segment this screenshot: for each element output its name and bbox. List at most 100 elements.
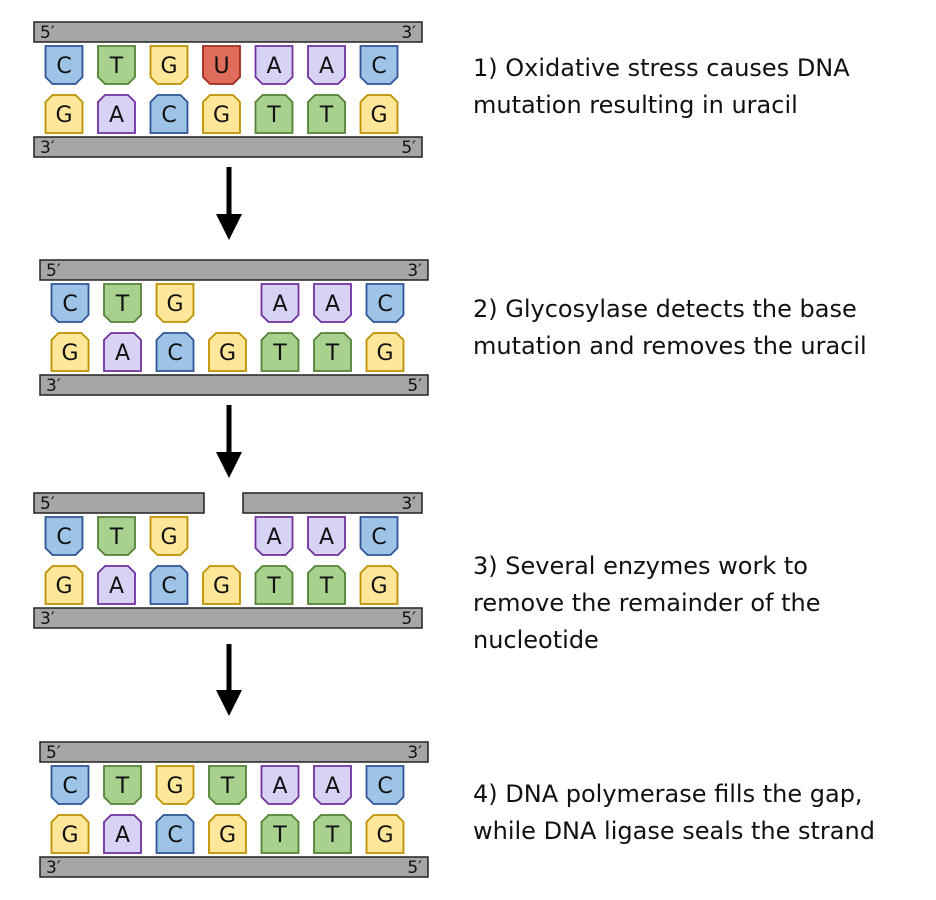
bottom-base-C: C — [149, 94, 189, 134]
bottom-base-T: T — [260, 332, 300, 372]
bottom-base-shape — [155, 332, 195, 372]
description-line: 4) DNA polymerase fills the gap, — [473, 780, 863, 808]
top-base-C: C — [365, 765, 405, 805]
description-line: 1) Oxidative stress causes DNA — [473, 54, 850, 82]
bottom-base-shape — [44, 565, 84, 605]
description-line: 2) Glycosylase detects the base — [473, 295, 857, 323]
bottom-base-T: T — [307, 565, 346, 605]
top-base-C: C — [359, 516, 399, 556]
top-base-letter: T — [115, 292, 130, 317]
top-backbone-left — [33, 492, 205, 514]
top-base-shape — [365, 765, 405, 805]
top-base-shape — [313, 283, 352, 323]
three-prime-label: 3′ — [401, 23, 416, 43]
top-base-shape — [50, 765, 90, 805]
top-base-letter: T — [115, 774, 130, 799]
bottom-base-shape — [313, 814, 352, 854]
five-prime-label: 5′ — [401, 138, 416, 158]
top-base-shape — [365, 283, 405, 323]
bottom-base-G: G — [208, 332, 247, 372]
bottom-base-G: G — [365, 814, 405, 854]
three-prime-label: 3′ — [401, 494, 416, 514]
top-base-A: A — [260, 283, 300, 323]
bottom-base-A: A — [97, 94, 136, 134]
bottom-base-G: G — [208, 814, 247, 854]
top-base-C: C — [50, 765, 90, 805]
top-base-letter: A — [325, 292, 340, 317]
bottom-base-letter: A — [115, 341, 130, 366]
top-base-shape — [260, 765, 300, 805]
bottom-base-letter: T — [325, 823, 340, 848]
bottom-base-letter: T — [319, 574, 334, 599]
bottom-base-letter: G — [213, 574, 230, 599]
bottom-base-T: T — [254, 94, 294, 134]
top-base-C: C — [365, 283, 405, 323]
bottom-base-letter: T — [325, 341, 340, 366]
bottom-base-C: C — [149, 565, 189, 605]
top-base-T: T — [103, 283, 142, 323]
description-line: mutation resulting in uracil — [473, 91, 798, 119]
bottom-base-shape — [365, 332, 405, 372]
top-base-letter: C — [377, 292, 392, 317]
top-base-letter: A — [266, 54, 281, 79]
bottom-base-letter: G — [61, 341, 78, 366]
bottom-base-shape — [155, 814, 195, 854]
top-base-C: C — [44, 516, 84, 556]
bottom-base-letter: T — [319, 103, 334, 128]
description-line: remove the remainder of the — [473, 589, 821, 617]
bottom-base-letter: G — [213, 103, 230, 128]
top-base-U: U — [202, 45, 241, 85]
bottom-base-letter: G — [55, 574, 72, 599]
top-base-letter: C — [62, 774, 77, 799]
top-base-shape — [254, 45, 294, 85]
bottom-backbone — [33, 136, 423, 158]
three-prime-label: 3′ — [46, 858, 61, 878]
top-base-shape — [103, 765, 142, 805]
bottom-base-G: G — [365, 332, 405, 372]
bottom-base-shape — [365, 814, 405, 854]
top-base-letter: A — [266, 525, 281, 550]
top-base-A: A — [254, 516, 294, 556]
top-base-shape — [149, 516, 189, 556]
top-base-letter: A — [319, 54, 334, 79]
bottom-base-letter: A — [115, 823, 130, 848]
step-1-description: 1) Oxidative stress causes DNA mutation r… — [473, 50, 850, 124]
top-base-letter: C — [377, 774, 392, 799]
bottom-base-T: T — [313, 814, 352, 854]
five-prime-label: 5′ — [40, 23, 55, 43]
down-arrow-icon — [216, 644, 242, 716]
top-base-shape — [307, 516, 346, 556]
top-base-shape — [149, 45, 189, 85]
top-base-letter: C — [371, 54, 386, 79]
top-base-C: C — [44, 45, 84, 85]
three-prime-label: 3′ — [407, 261, 422, 281]
top-base-letter: G — [166, 292, 183, 317]
bottom-base-letter: C — [161, 103, 176, 128]
top-backbone — [33, 21, 423, 43]
three-prime-label: 3′ — [46, 376, 61, 396]
top-base-shape — [44, 516, 84, 556]
three-prime-label: 3′ — [40, 138, 55, 158]
top-base-shape — [155, 765, 195, 805]
top-base-shape — [359, 45, 399, 85]
top-base-shape — [202, 45, 241, 85]
down-arrow-icon — [216, 405, 242, 478]
bottom-base-G: G — [359, 94, 399, 134]
description-line: nucleotide — [473, 626, 599, 654]
top-base-A: A — [260, 765, 300, 805]
bottom-base-shape — [97, 94, 136, 134]
bottom-base-shape — [254, 565, 294, 605]
bottom-base-letter: T — [266, 103, 281, 128]
top-base-shape — [260, 283, 300, 323]
bottom-base-shape — [313, 332, 352, 372]
bottom-base-shape — [103, 814, 142, 854]
bottom-base-C: C — [155, 814, 195, 854]
bottom-base-shape — [260, 814, 300, 854]
bottom-base-shape — [50, 332, 90, 372]
five-prime-label: 5′ — [407, 376, 422, 396]
bottom-base-letter: G — [370, 574, 387, 599]
three-prime-label: 3′ — [407, 743, 422, 763]
